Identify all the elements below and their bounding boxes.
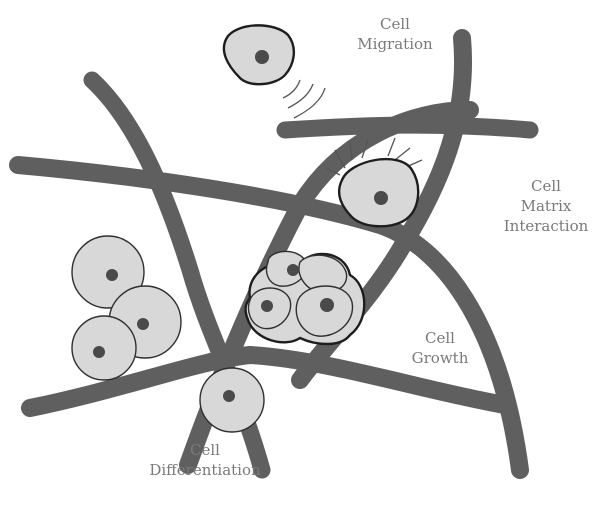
label-cell-growth: Cell Growth [390,328,490,368]
motion-line-1 [283,80,300,98]
migrating-cell-nucleus [255,50,269,64]
label-cell-matrix-interaction: Cell Matrix Interaction [494,176,598,236]
matrix-fiber-top-right [285,125,530,130]
motion-line-3 [294,88,325,118]
label-cell-migration: Cell Migration [345,14,445,54]
differentiating-cells [72,236,181,380]
single-differentiating-cell [200,368,264,432]
label-cell-differentiation: Cell Differentiation [120,440,290,480]
motion-line-2 [288,84,313,108]
